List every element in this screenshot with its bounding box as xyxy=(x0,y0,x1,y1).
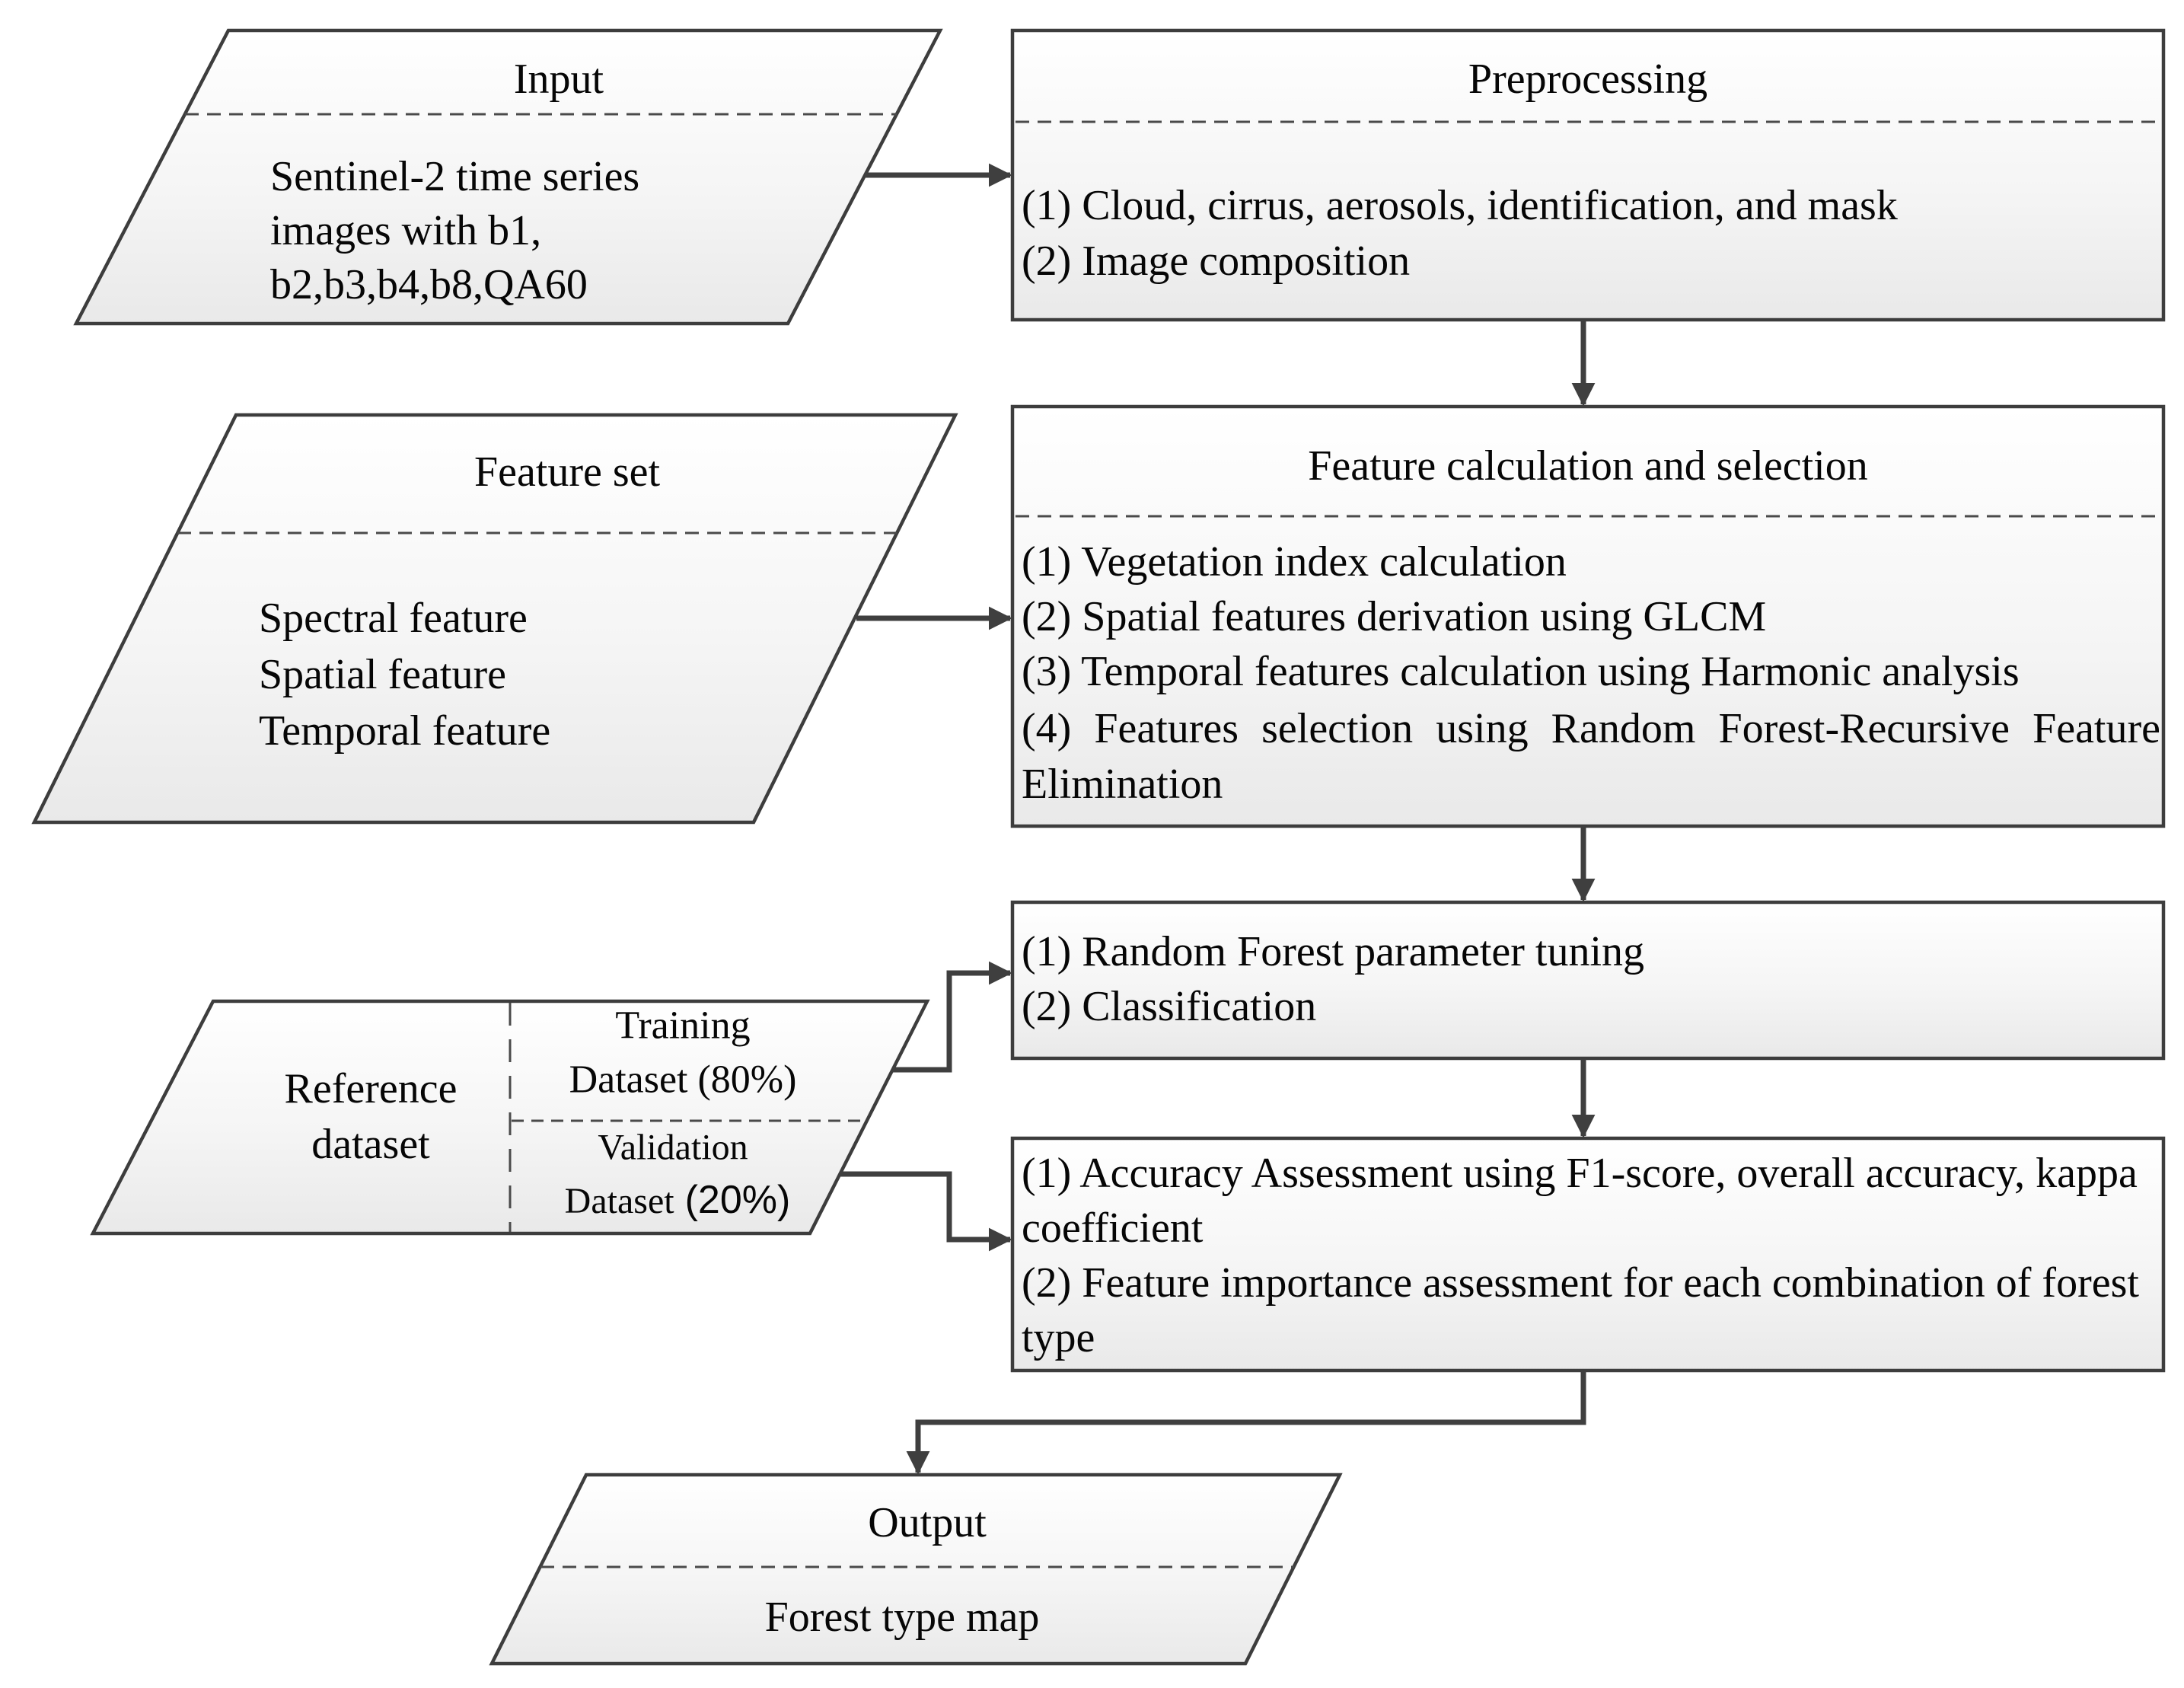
training-dataset-label: Dataset (80%) xyxy=(569,1058,797,1102)
preprocessing-box xyxy=(1010,28,2166,322)
arrow-validation-to-accuracy xyxy=(840,1171,1012,1252)
output-parallelogram xyxy=(489,1473,1343,1666)
classification-item: (2) Classification xyxy=(1022,983,1317,1030)
feature-set-line: Spatial feature xyxy=(259,651,506,698)
feature-calc-title: Feature calculation and selection xyxy=(1308,442,1868,490)
arrow-accuracy-to-output xyxy=(906,1371,1586,1475)
classification-box xyxy=(1010,900,2166,1061)
preprocessing-title: Preprocessing xyxy=(1468,56,1708,103)
feature-calc-item: (4) Features selection using Random Fore… xyxy=(1022,705,2160,808)
accuracy-box xyxy=(1010,1136,2166,1373)
validation-dataset-word: Dataset xyxy=(564,1181,674,1221)
classification-item: (1) Random Forest parameter tuning xyxy=(1022,928,1645,975)
feature-calc-item: (3) Temporal features calculation using … xyxy=(1022,648,2020,695)
reference-dataset-label: Reference xyxy=(284,1065,458,1112)
input-line: b2,b3,b4,b8,QA60 xyxy=(270,261,588,308)
reference-dataset-label: dataset xyxy=(311,1121,430,1168)
feature-calc-box xyxy=(1010,404,2166,828)
accuracy-item: (2) Feature importance assessment for ea… xyxy=(1022,1259,2139,1361)
feature-calc-item: (1) Vegetation index calculation xyxy=(1022,538,1567,586)
validation-dataset-label: Validation xyxy=(598,1127,748,1168)
output-body: Forest type map xyxy=(764,1594,1040,1641)
feature-calc-item: (2) Spatial features derivation using GL… xyxy=(1022,593,1767,640)
input-title: Input xyxy=(513,56,604,103)
output-title: Output xyxy=(868,1499,987,1546)
validation-dataset-label: Dataset(20%) xyxy=(565,1177,791,1223)
feature-set-title: Feature set xyxy=(473,448,661,496)
input-parallelogram xyxy=(73,28,943,326)
preprocessing-item: (2) Image composition xyxy=(1022,238,1411,285)
training-dataset-label: Training xyxy=(615,1004,751,1048)
input-line: Sentinel-2 time series xyxy=(270,153,640,200)
input-line: images with b1, xyxy=(270,207,542,254)
arrow-training-to-classification xyxy=(893,961,1012,1073)
accuracy-item: (1) Accuracy Assessment using F1-score, … xyxy=(1022,1150,2138,1252)
feature-set-parallelogram xyxy=(31,413,958,825)
feature-set-line: Temporal feature xyxy=(259,707,551,755)
validation-dataset-percent: (20%) xyxy=(684,1178,791,1222)
feature-set-line: Spectral feature xyxy=(259,595,528,642)
preprocessing-item: (1) Cloud, cirrus, aerosols, identificat… xyxy=(1022,182,1898,229)
